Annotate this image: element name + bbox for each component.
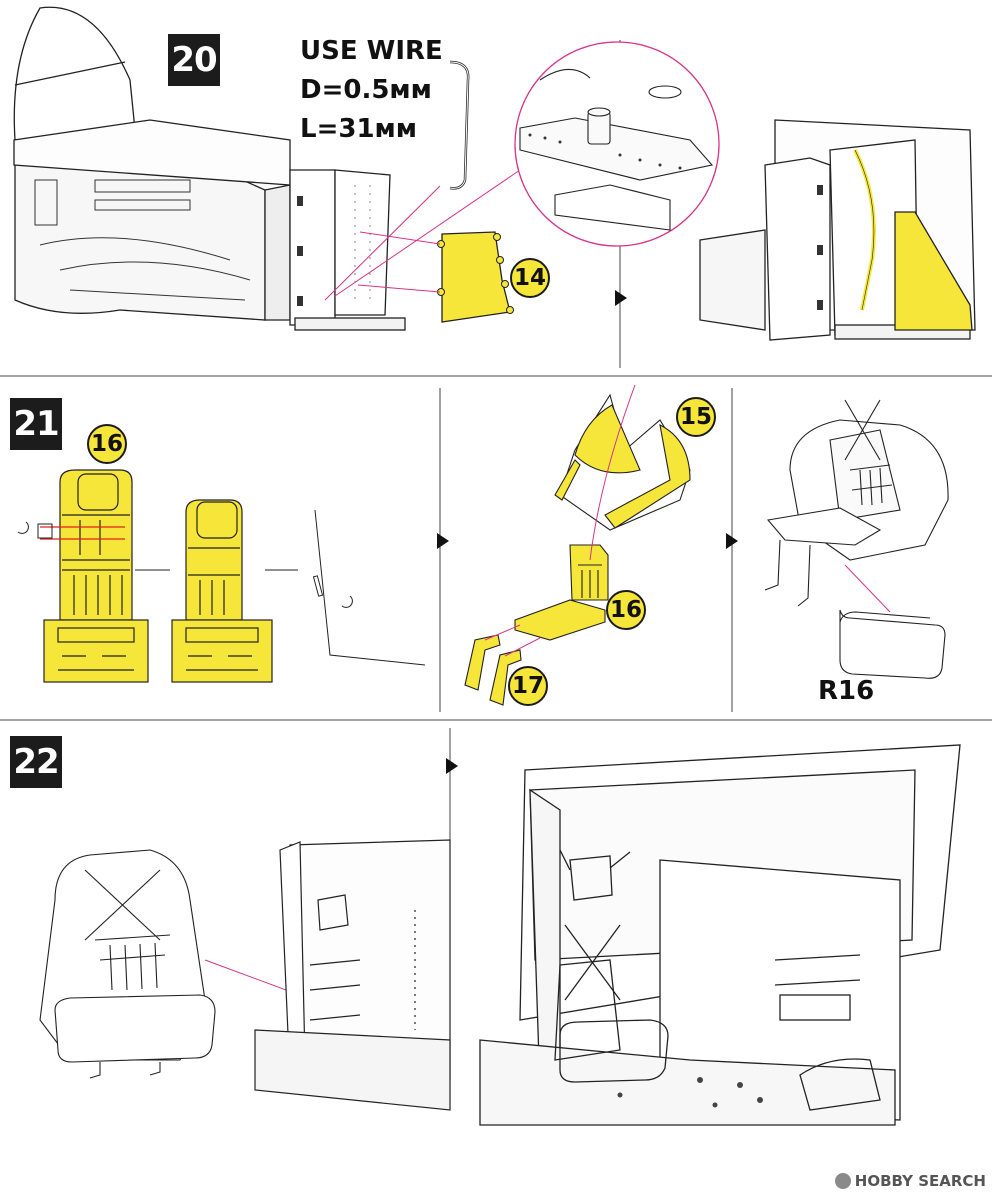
pe-seat-flat	[40, 469, 149, 683]
wire-note-line-3: L=31ᴍᴍ	[300, 114, 418, 144]
cockpit-fuselage-left	[13, 6, 406, 331]
part-callout-14: 14	[510, 258, 550, 298]
watermark-text: HOBBY SEARCH	[854, 1172, 986, 1190]
hobby-search-logo-icon	[834, 1173, 851, 1189]
part-callout-17: 17	[508, 666, 548, 706]
leader-lines-21	[484, 384, 636, 657]
wire-note-line-2: D=0.5ᴍᴍ	[300, 75, 432, 105]
seat-complete-22	[39, 849, 216, 1079]
pe-seat-flat-2	[171, 499, 273, 683]
watermark: HOBBY SEARCH	[834, 1172, 986, 1190]
part-callout-16-flat: 16	[87, 424, 127, 464]
part-callout-15: 15	[676, 397, 716, 437]
wire-note-line-1: USE WIRE	[300, 36, 443, 66]
part-callout-16-assembly: 16	[606, 590, 646, 630]
wire-instruction-note: USE WIRE D=0.5ᴍᴍ L=31ᴍᴍ	[300, 32, 443, 149]
arrow-step21b	[726, 533, 738, 549]
step-arrows	[437, 290, 738, 774]
arrow-step21a	[437, 533, 449, 549]
arrow-step20	[615, 290, 627, 306]
part-14-panel	[437, 231, 514, 323]
fold-diagram	[17, 509, 426, 666]
step-number-22: 22	[10, 736, 62, 788]
detail-magnifier	[514, 41, 720, 247]
arrow-step22	[446, 758, 458, 774]
cockpit-22-left	[254, 839, 451, 1111]
step-number-20: 20	[168, 34, 220, 86]
seat-assembly-21	[464, 393, 691, 706]
cockpit-result-20	[699, 119, 976, 341]
resin-part-label: R16	[818, 676, 875, 706]
step-number-21: 21	[10, 398, 62, 450]
leader-line-r16	[844, 564, 891, 613]
seat-result-21	[764, 399, 949, 679]
leader-lines-20	[324, 169, 521, 301]
cockpit-22-right	[479, 744, 961, 1126]
